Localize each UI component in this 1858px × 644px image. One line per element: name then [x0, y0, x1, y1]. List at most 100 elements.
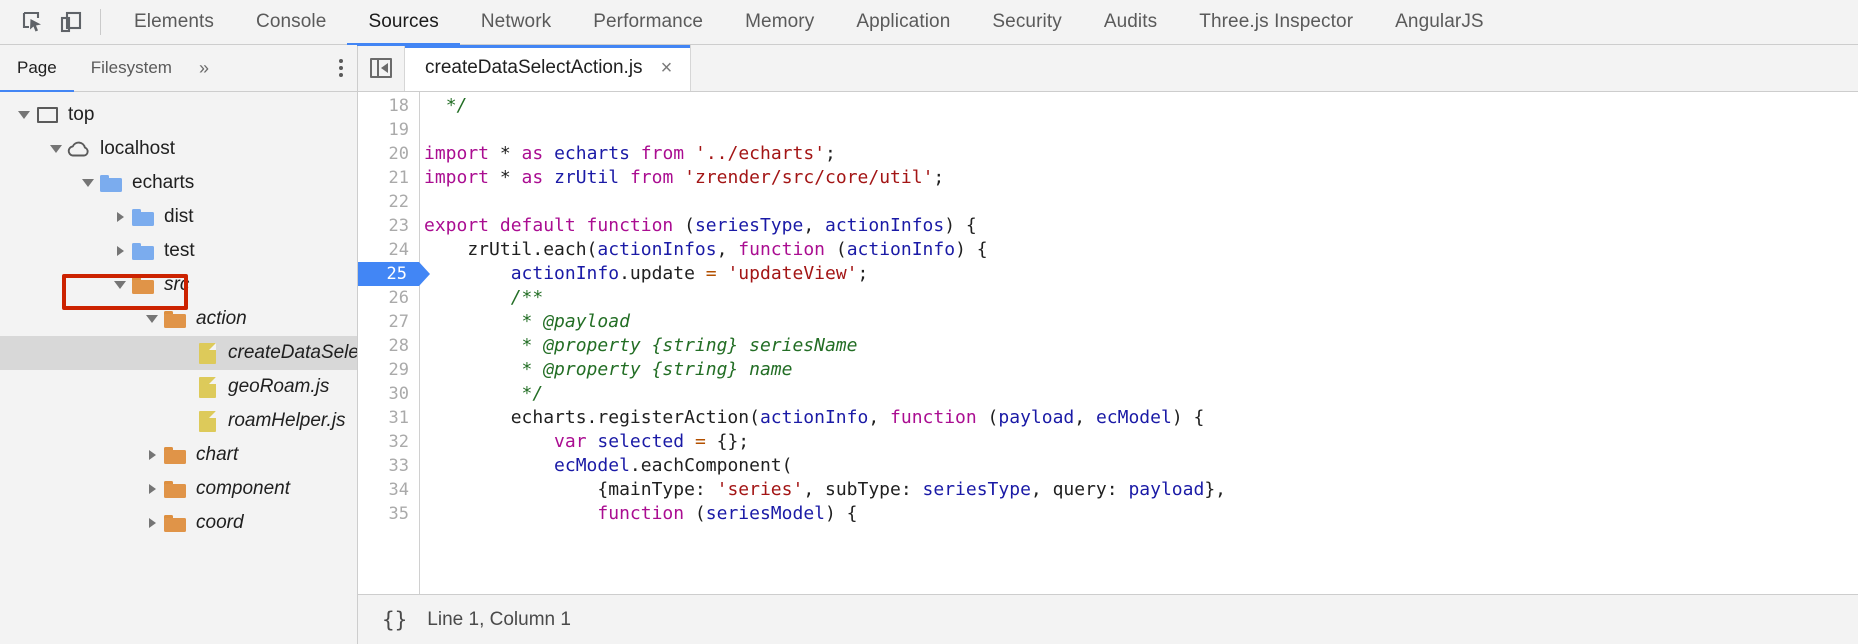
line-number[interactable]: 18	[388, 96, 409, 116]
tab-network-label: Network	[480, 11, 552, 32]
tree-item-label: localhost	[100, 138, 175, 159]
tree-item-component[interactable]: component	[0, 472, 357, 506]
tree-item-georoam-js[interactable]: geoRoam.js	[0, 370, 357, 404]
code-line[interactable]: ecModel.eachComponent(	[554, 455, 793, 476]
code-line[interactable]: function (seriesModel) {	[597, 503, 858, 524]
line-number[interactable]: 29	[388, 360, 409, 380]
tree-item-top[interactable]: top	[0, 98, 357, 132]
chevron-right-icon[interactable]	[142, 450, 162, 460]
tree-item-roamhelper-js[interactable]: roamHelper.js	[0, 404, 357, 438]
chevron-right-icon[interactable]	[142, 518, 162, 528]
line-number[interactable]: 31	[388, 408, 409, 428]
line-number[interactable]: 32	[388, 432, 409, 452]
line-number[interactable]: 21	[388, 168, 409, 188]
line-number[interactable]: 34	[388, 480, 409, 500]
cursor-position-label: Line 1, Column 1	[427, 608, 571, 630]
code-line[interactable]: */	[445, 95, 468, 116]
code-line[interactable]: */	[424, 383, 544, 404]
tab-threejs-inspector[interactable]: Three.js Inspector	[1178, 0, 1374, 45]
code-line[interactable]: import * as zrUtil from 'zrender/src/cor…	[424, 167, 945, 188]
line-number[interactable]: 25	[358, 262, 430, 286]
chevron-right-icon[interactable]	[110, 246, 130, 256]
tree-item-action[interactable]: action	[0, 302, 357, 336]
code-line[interactable]: import * as echarts from '../echarts';	[424, 143, 836, 164]
chevron-right-icon[interactable]	[142, 484, 162, 494]
line-number[interactable]: 28	[388, 336, 409, 356]
code-line[interactable]: zrUtil.each(actionInfos, function (actio…	[424, 239, 988, 260]
code-line[interactable]: * @payload	[424, 311, 630, 332]
tree-item-label: coord	[196, 512, 244, 533]
code-line[interactable]: actionInfo.update = 'updateView';	[510, 263, 869, 284]
code-line[interactable]: echarts.registerAction(actionInfo, funct…	[424, 407, 1205, 428]
tab-console[interactable]: Console	[235, 0, 347, 45]
nav-tab-page[interactable]: Page	[0, 45, 74, 93]
more-options-icon[interactable]	[339, 59, 343, 77]
tab-application[interactable]: Application	[835, 0, 971, 45]
editor-pane: createDataSelectAction.js × 18 19 20 21 22 23…	[358, 45, 1858, 644]
tab-performance[interactable]: Performance	[572, 0, 724, 45]
chevron-right-icon[interactable]	[110, 212, 130, 222]
code-line[interactable]	[424, 118, 1858, 142]
chevron-down-icon[interactable]	[14, 111, 34, 119]
tab-network[interactable]: Network	[460, 0, 572, 45]
tree-item-coord[interactable]: coord	[0, 506, 357, 540]
line-number[interactable]: 27	[388, 312, 409, 332]
device-toolbar-icon[interactable]	[52, 5, 90, 39]
code-line[interactable]: * @property {string} name	[424, 359, 793, 380]
tree-item-src[interactable]: src	[0, 268, 357, 302]
editor-status-bar: {} Line 1, Column 1	[358, 594, 1858, 644]
toolbar-divider	[100, 9, 101, 35]
code-content[interactable]: */ import * as echarts from '../echarts'…	[420, 92, 1858, 594]
nav-tab-filesystem[interactable]: Filesystem	[74, 45, 189, 92]
tab-security-label: Security	[992, 11, 1062, 32]
line-number[interactable]: 33	[388, 456, 409, 476]
editor-file-tab[interactable]: createDataSelectAction.js ×	[405, 45, 692, 91]
line-number[interactable]: 30	[388, 384, 409, 404]
code-line[interactable]: export default function (seriesType, act…	[424, 215, 977, 236]
tab-angularjs[interactable]: AngularJS	[1374, 0, 1505, 45]
code-line[interactable]: var selected = {};	[554, 431, 750, 452]
panel-collapse-icon[interactable]	[358, 45, 405, 91]
code-line[interactable]: * @property {string} seriesName	[424, 335, 858, 356]
tree-item-chart[interactable]: chart	[0, 438, 357, 472]
close-icon[interactable]: ×	[660, 57, 673, 79]
panel-tab-list: Elements Console Sources Network Perform…	[113, 0, 1858, 46]
pretty-print-icon[interactable]: {}	[382, 607, 408, 632]
line-number[interactable]: 35	[388, 504, 409, 524]
tree-item-localhost[interactable]: localhost	[0, 132, 357, 166]
inspect-cursor-icon[interactable]	[14, 5, 52, 39]
tree-item-createdataselectaction-js[interactable]: createDataSelectAction.js	[0, 336, 357, 370]
folder-icon	[164, 480, 186, 498]
chevron-down-icon[interactable]	[46, 145, 66, 153]
chevron-down-icon[interactable]	[142, 315, 162, 323]
chevron-down-icon[interactable]	[78, 179, 98, 187]
tree-item-label: chart	[196, 444, 239, 465]
line-number[interactable]: 23	[388, 216, 409, 236]
tab-security[interactable]: Security	[971, 0, 1082, 45]
tab-audits-label: Audits	[1103, 11, 1158, 32]
line-number[interactable]: 22	[388, 192, 409, 212]
folder-icon	[164, 446, 186, 464]
line-number[interactable]: 24	[388, 240, 409, 260]
code-line[interactable]: /**	[424, 287, 544, 308]
tab-audits[interactable]: Audits	[1083, 0, 1178, 45]
tree-item-echarts[interactable]: echarts	[0, 166, 357, 200]
line-number[interactable]: 26	[388, 288, 409, 308]
tree-item-dist[interactable]: dist	[0, 200, 357, 234]
tab-elements[interactable]: Elements	[113, 0, 235, 45]
line-number[interactable]: 20	[388, 144, 409, 164]
tree-item-test[interactable]: test	[0, 234, 357, 268]
chevron-down-icon[interactable]	[110, 281, 130, 289]
tab-application-label: Application	[856, 11, 951, 32]
nav-more-tabs-icon[interactable]: »	[189, 59, 219, 77]
code-line[interactable]: {mainType: 'series', subType: seriesType…	[424, 479, 1226, 500]
tab-memory[interactable]: Memory	[724, 0, 835, 45]
code-line[interactable]	[424, 190, 1858, 214]
tab-sources[interactable]: Sources	[347, 0, 461, 46]
tab-console-label: Console	[256, 11, 327, 32]
line-number[interactable]: 19	[388, 120, 409, 140]
